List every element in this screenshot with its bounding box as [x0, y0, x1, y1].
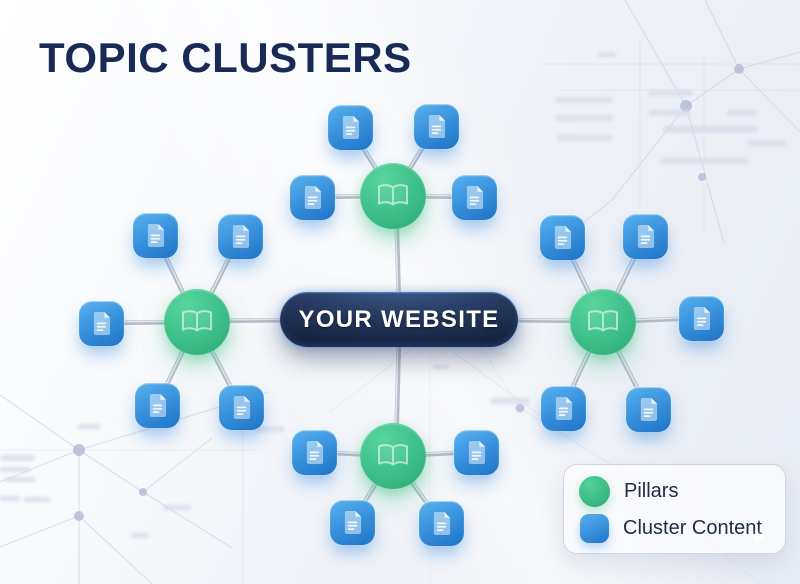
page-title: TOPIC CLUSTERS — [39, 34, 412, 81]
cluster-content-node — [133, 213, 178, 258]
cluster-content-node — [541, 386, 586, 431]
open-book-icon — [182, 310, 212, 332]
legend-label: Pillars — [624, 479, 679, 502]
cluster-content-node — [290, 175, 335, 220]
document-icon — [466, 186, 484, 209]
document-icon — [93, 312, 111, 335]
document-icon — [232, 225, 250, 248]
sparkle-icon: ✦ — [750, 528, 766, 548]
document-icon — [147, 224, 165, 247]
pillar-node-top — [360, 163, 426, 229]
cluster-content-node — [79, 301, 124, 346]
cluster-content-node — [328, 105, 373, 150]
cluster-content-node — [626, 387, 671, 432]
document-icon — [433, 512, 451, 535]
center-website-label: YOUR WEBSITE — [298, 305, 500, 333]
pillar-node-left — [164, 289, 230, 355]
cluster-content-node — [414, 104, 459, 149]
cluster-content-node — [452, 175, 497, 220]
cluster-content-node — [454, 430, 499, 475]
document-icon — [344, 511, 362, 534]
document-icon — [468, 441, 486, 464]
cluster-content-node — [540, 215, 585, 260]
legend-item-pillars: Pillars — [579, 475, 785, 507]
cluster-content-node — [292, 430, 337, 475]
cluster-content-node — [218, 214, 263, 259]
document-icon — [693, 307, 711, 330]
pillar-swatch — [579, 475, 610, 507]
document-icon — [555, 397, 573, 420]
document-icon — [342, 116, 360, 139]
document-icon — [554, 226, 572, 249]
cluster-content-node — [419, 501, 464, 546]
pillar-node-right — [570, 289, 636, 355]
pillar-node-bottom — [360, 423, 426, 489]
document-icon — [149, 394, 167, 417]
open-book-icon — [378, 444, 408, 466]
open-book-icon — [588, 310, 618, 332]
legend: Pillars Cluster Content — [563, 464, 786, 554]
legend-label: Cluster Content — [623, 516, 762, 539]
legend-item-cluster-content: Cluster Content — [579, 513, 785, 543]
center-website-node: YOUR WEBSITE — [280, 292, 518, 347]
document-icon — [306, 441, 324, 464]
open-book-icon — [378, 184, 408, 206]
cluster-content-node — [219, 385, 264, 430]
document-icon — [233, 396, 251, 419]
cluster-content-node — [679, 296, 724, 341]
document-icon — [637, 225, 655, 248]
cluster-content-node — [623, 214, 668, 259]
document-icon — [640, 398, 658, 421]
cluster-content-node — [135, 383, 180, 428]
document-icon — [428, 115, 446, 138]
document-icon — [304, 186, 322, 209]
cluster-content-swatch — [580, 513, 609, 543]
cluster-content-node — [330, 500, 375, 545]
